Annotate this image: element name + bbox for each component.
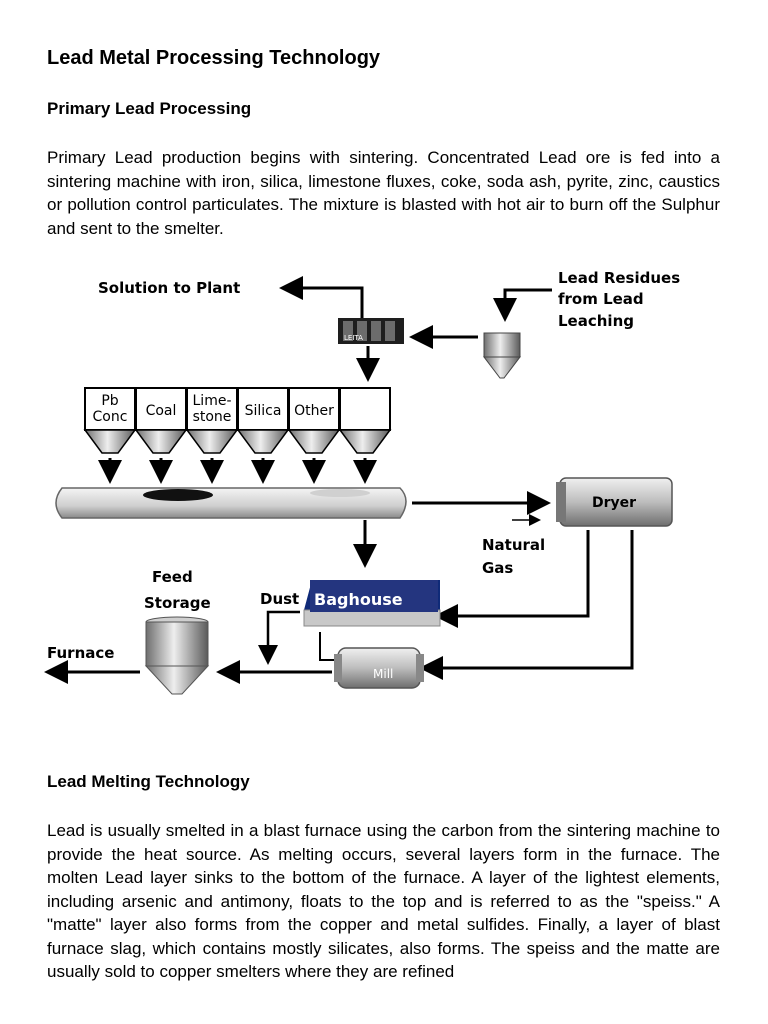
section-paragraph-primary-lead: Primary Lead production begins with sint… bbox=[47, 148, 720, 238]
hopper-pb-conc-label-line1: Pb bbox=[101, 393, 118, 409]
hopper-silica-label: Silica bbox=[245, 403, 282, 419]
baghouse-to-mill-line bbox=[319, 632, 334, 661]
hopper-other-label: Other bbox=[294, 403, 334, 419]
leaching-tank-icon bbox=[482, 332, 522, 379]
feed-storage-label-line1: Feed bbox=[152, 568, 193, 586]
filter-press-label: LEITA bbox=[344, 334, 363, 342]
hopper-silica: Silica bbox=[236, 387, 290, 454]
flow-arrow-to-plant bbox=[279, 276, 364, 330]
flow-arrow-residues-in bbox=[493, 288, 552, 322]
section-heading-lead-melting: Lead Melting Technology bbox=[47, 772, 250, 791]
hopper-pb-conc-label-line2: Conc bbox=[93, 409, 128, 425]
dryer-unit: Dryer bbox=[556, 477, 673, 527]
hopper-limestone-label-line1: Lime- bbox=[193, 393, 232, 409]
hopper-pb-conc: Pb Conc bbox=[83, 387, 137, 454]
lead-residues-label-line1: Lead Residues bbox=[558, 269, 680, 287]
baghouse-unit: Baghouse bbox=[303, 580, 441, 627]
dust-label: Dust bbox=[260, 590, 299, 608]
hopper-leach-residue bbox=[338, 387, 392, 454]
hopper-discharge-arrows bbox=[98, 458, 377, 484]
hopper-limestone: Lime- stone bbox=[185, 387, 239, 454]
solution-to-plant-label: Solution to Plant bbox=[98, 279, 240, 297]
feed-storage-label-line2: Storage bbox=[144, 594, 211, 612]
feed-storage-silo bbox=[144, 616, 210, 695]
baghouse-label: Baghouse bbox=[314, 590, 403, 609]
flow-arrow-dryer-to-mill bbox=[419, 530, 634, 680]
mill-unit: Mill bbox=[334, 647, 424, 689]
filter-press-icon: LEITA bbox=[338, 318, 404, 344]
furnace-label: Furnace bbox=[47, 644, 114, 662]
hopper-limestone-label-line2: stone bbox=[193, 409, 232, 425]
hopper-coal-label: Coal bbox=[146, 403, 177, 419]
flow-arrow-dryer-to-baghouse bbox=[434, 530, 590, 628]
sintering-conveyor bbox=[55, 487, 407, 519]
section-paragraph-lead-melting: Lead is usually smelted in a blast furna… bbox=[47, 821, 720, 981]
lead-residues-label-line3: Leaching bbox=[558, 312, 634, 330]
lead-processing-flow-diagram: Solution to Plant Lead Residues from Lea… bbox=[44, 269, 680, 695]
hopper-coal: Coal bbox=[134, 387, 188, 454]
natural-gas-label-line2: Gas bbox=[482, 559, 513, 577]
document-title: Lead Metal Processing Technology bbox=[47, 47, 381, 69]
dryer-label: Dryer bbox=[592, 495, 636, 511]
section-heading-primary-lead: Primary Lead Processing bbox=[47, 99, 252, 118]
lead-residues-label-line2: from Lead bbox=[558, 290, 644, 308]
flow-arrow-dust bbox=[258, 610, 300, 665]
hopper-other: Other bbox=[287, 387, 341, 454]
natural-gas-label-line1: Natural bbox=[482, 536, 545, 554]
mill-label: Mill bbox=[373, 667, 393, 681]
